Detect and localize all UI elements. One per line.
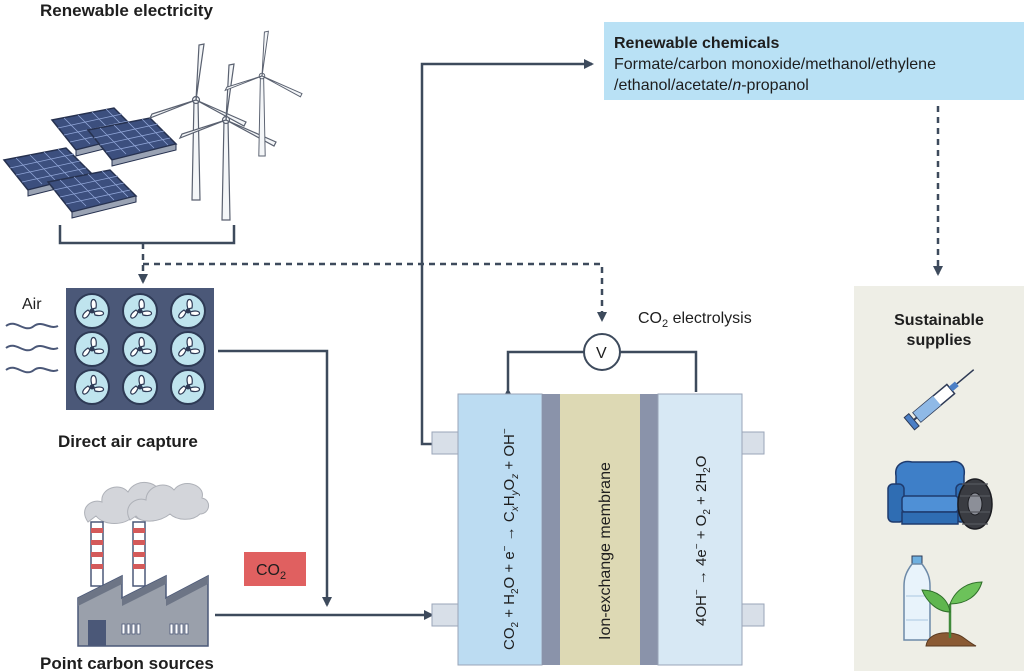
membrane-label: Ion-exchange membrane: [597, 462, 614, 640]
renewable-electricity-label: Renewable electricity: [40, 1, 213, 20]
co2-badge-label: CO2: [256, 562, 286, 582]
bottle-icon: [903, 555, 931, 641]
electrolyzer-cell: [431, 393, 765, 666]
ion-exchange-membrane: [560, 394, 640, 665]
anode-wire: [620, 350, 698, 392]
air-wind-icon: [5, 322, 59, 374]
smoke-icon: [84, 482, 209, 524]
anode-equation: 4OH− → 4e− + O2 + 2H2O: [692, 456, 713, 626]
co2-badge: [244, 552, 306, 586]
air-label: Air: [22, 296, 42, 313]
cathode-wire: [503, 350, 584, 398]
sustainable-supplies-line1: Sustainable: [894, 312, 984, 329]
fan-icon: [74, 293, 206, 405]
renewable-chemicals-box: [604, 22, 1024, 100]
seedling-icon: [921, 581, 983, 647]
sustainable-supplies-line2: supplies: [907, 332, 972, 349]
factory-icon: [77, 521, 209, 647]
wind-turbine-icon: [149, 30, 303, 221]
solar-panel-icon: [3, 107, 177, 219]
power-to-electrolyzer-line: [143, 262, 607, 322]
cathode-chamber: [457, 393, 543, 666]
cathode-equation: CO2 + H2O + e− → CxHyOz + OH−: [500, 428, 521, 650]
electricity-bracket: [58, 225, 236, 245]
dac-co2-line: [218, 349, 332, 607]
tire-icon: [957, 478, 993, 530]
anode-separator: [640, 394, 658, 665]
cathode-separator: [542, 394, 560, 665]
anode-chamber: [657, 393, 743, 666]
renewable-chemicals-title: Renewable chemicals: [614, 35, 780, 52]
direct-air-capture-label: Direct air capture: [58, 432, 198, 451]
voltmeter-icon: [583, 333, 621, 371]
renewable-chemicals-list-line1: Formate/carbon monoxide/methanol/ethylen…: [614, 56, 936, 73]
voltmeter-label: V: [596, 345, 607, 362]
renewable-chemicals-list-line2: /ethanol/acetate/n-propanol: [614, 77, 809, 94]
electrolysis-label: CO2 electrolysis: [638, 310, 752, 330]
point-carbon-sources-label: Point carbon sources: [40, 654, 214, 671]
syringe-icon: [903, 369, 975, 431]
